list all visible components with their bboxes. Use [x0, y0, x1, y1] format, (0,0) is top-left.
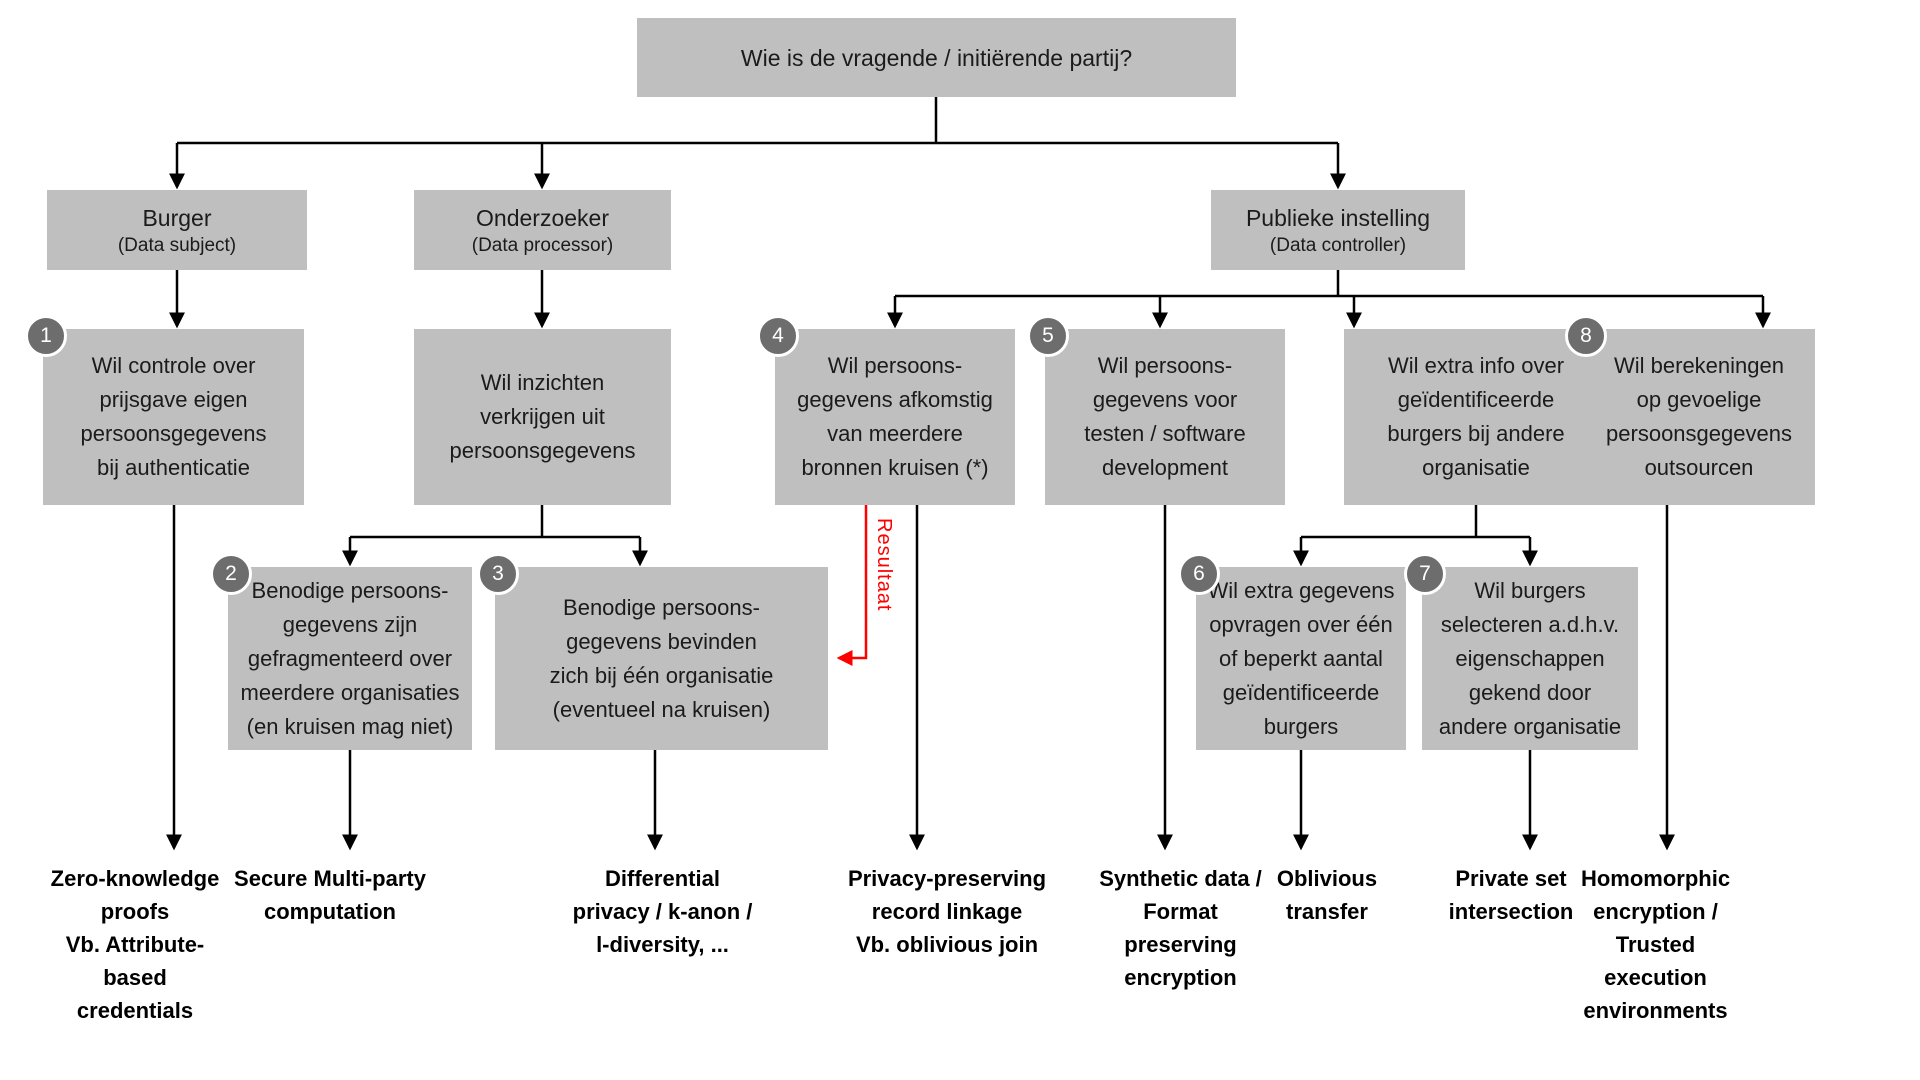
- actor-publieke-instelling-box: Publieke instelling (Data controller): [1211, 190, 1465, 270]
- badge-1: 1: [25, 315, 67, 357]
- badge-5: 5: [1027, 315, 1069, 357]
- decision-box-extra-info: Wil extra info over geïdentificeerde bur…: [1344, 329, 1608, 505]
- badge-3: 3: [477, 553, 519, 595]
- decision-box-5: 5 Wil persoons- gegevens voor testen / s…: [1027, 315, 1285, 505]
- outcome-secure-multiparty-computation: Secure Multi-party computation: [234, 866, 426, 924]
- result-arrow-label: Resultaat: [873, 518, 895, 612]
- actor-burger-title: Burger: [142, 204, 212, 231]
- decision-box-1: 1 Wil controle over prijsgave eigen pers…: [25, 315, 304, 505]
- outcome-zero-knowledge-proofs: Zero-knowledge proofs Vb. Attribute- bas…: [50, 866, 220, 1023]
- decision-box-2-text: Benodige persoons- gegevens zijn gefragm…: [240, 577, 460, 739]
- outcome-homomorphic-encryption: Homomorphic encryption / Trusted executi…: [1580, 866, 1731, 1023]
- actor-onderzoeker-title: Onderzoeker: [476, 204, 609, 231]
- outcome-oblivious-transfer: Oblivious transfer: [1276, 866, 1378, 924]
- outcome-privacy-preserving-record-linkage: Privacy-preserving record linkage Vb. ob…: [847, 866, 1047, 957]
- decision-box-4: 4 Wil persoons- gegevens afkomstig van m…: [757, 315, 1015, 505]
- decision-box-2: 2 Benodige persoons- gegevens zijn gefra…: [210, 553, 472, 750]
- actor-publieke-instelling-subtitle: (Data controller): [1269, 234, 1407, 256]
- decision-box-3: 3 Benodige persoons- gegevens bevinden z…: [477, 553, 828, 750]
- decision-box-5-text: Wil persoons- gegevens voor testen / sof…: [1084, 353, 1246, 480]
- decision-box-1-text: Wil controle over prijsgave eigen persoo…: [80, 353, 267, 480]
- badge-8: 8: [1565, 315, 1607, 357]
- badge-4: 4: [757, 315, 799, 357]
- outcome-private-set-intersection: Private set intersection: [1448, 866, 1574, 924]
- actor-publieke-instelling-title: Publieke instelling: [1245, 204, 1431, 231]
- decision-box-extra-info-text: Wil extra info over geïdentificeerde bur…: [1387, 353, 1565, 480]
- connector-trunk-lines: [177, 97, 1763, 539]
- decision-box-4-text: Wil persoons- gegevens afkomstig van mee…: [797, 353, 993, 480]
- decision-box-6-text: Wil extra gegevens opvragen over één of …: [1207, 577, 1395, 739]
- actor-burger-box: Burger (Data subject): [47, 190, 307, 270]
- decision-box-6: 6 Wil extra gegevens opvragen over één o…: [1178, 553, 1406, 750]
- decision-box-7-text: Wil burgers selecteren a.d.h.v. eigensch…: [1438, 577, 1622, 739]
- decision-box-3-text: Benodige persoons- gegevens bevinden zic…: [549, 594, 774, 722]
- actor-onderzoeker-subtitle: (Data processor): [471, 234, 614, 256]
- root-question-text: Wie is de vragende / initiërende partij?: [740, 44, 1133, 71]
- black-arrows: [165, 143, 1772, 851]
- badge-7: 7: [1404, 553, 1446, 595]
- outcome-synthetic-data: Synthetic data / Format preserving encry…: [1099, 866, 1262, 990]
- actor-burger-subtitle: (Data subject): [117, 234, 237, 256]
- result-arrow: [836, 505, 868, 667]
- decision-box-8: 8 Wil berekeningen op gevoelige persoons…: [1565, 315, 1815, 505]
- decision-box-7: 7 Wil burgers selecteren a.d.h.v. eigens…: [1404, 553, 1638, 750]
- actor-onderzoeker-box: Onderzoeker (Data processor): [414, 190, 671, 270]
- badge-6: 6: [1178, 553, 1220, 595]
- decision-box-insights: Wil inzichten verkrijgen uit persoonsgeg…: [414, 329, 671, 505]
- outcome-differential-privacy: Differential privacy / k-anon / l-divers…: [572, 866, 753, 957]
- root-question-box: Wie is de vragende / initiërende partij?: [637, 18, 1236, 97]
- decision-box-8-text: Wil berekeningen op gevoelige persoonsge…: [1606, 353, 1792, 480]
- decision-box-insights-text: Wil inzichten verkrijgen uit persoonsgeg…: [449, 370, 636, 463]
- badge-2: 2: [210, 553, 252, 595]
